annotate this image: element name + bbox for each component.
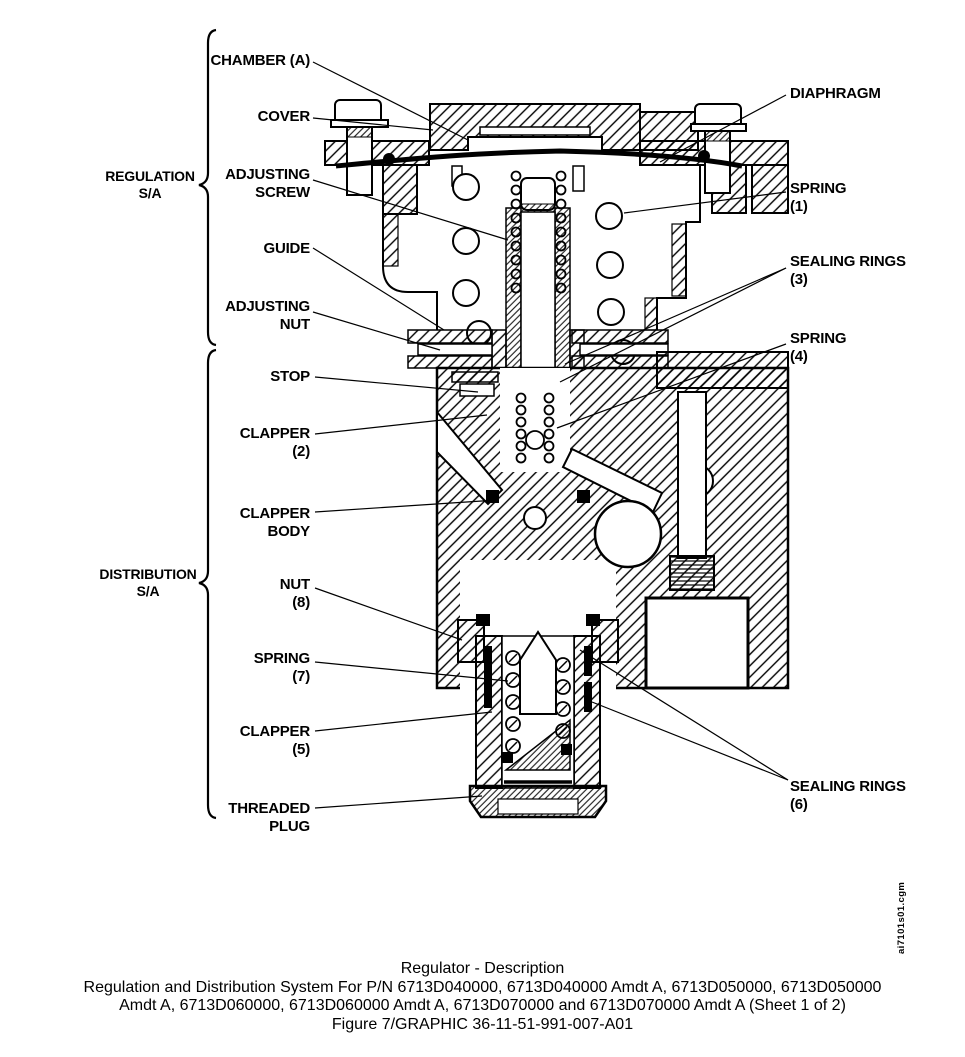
label-nut-8: NUT (8) — [279, 576, 310, 611]
spring-4-coils — [515, 392, 555, 464]
label-sealing-rings-6: SEALING RINGS (6) — [790, 778, 906, 813]
label-chamber-a: CHAMBER (A) — [210, 52, 311, 69]
diaphragm-line — [335, 148, 743, 192]
leader-lines — [312, 61, 789, 809]
caption-title: Regulator - Description — [400, 960, 565, 977]
label-threaded-plug: THREADED PLUG — [228, 800, 310, 835]
label-clapper-2: CLAPPER (2) — [239, 425, 310, 460]
cover-shape — [324, 103, 789, 215]
clapper-5-shape — [502, 630, 572, 771]
brace-regulation — [198, 28, 217, 347]
group-label-regulation-sa: REGULATION S/A — [105, 168, 195, 201]
label-spring-4: SPRING (4) — [790, 330, 847, 365]
label-spring-1: SPRING (1) — [790, 180, 847, 215]
brace-distribution — [198, 348, 217, 820]
caption-figure-ref: Figure 7/GRAPHIC 36-11-51-991-007-A01 — [331, 1015, 634, 1033]
label-sealing-rings-3: SEALING RINGS (3) — [790, 253, 906, 288]
outlet-port — [644, 391, 750, 690]
graphic-filename-watermark: ai7101s01.cgm — [896, 881, 907, 954]
adjusting-screw-shape — [491, 177, 585, 369]
caption-system-line1: Regulation and Distribution System For P… — [83, 978, 882, 996]
caption-system-line2: Amdt A, 6713D060000, 6713D060000 Amdt A,… — [119, 997, 846, 1014]
label-stop: STOP — [270, 368, 310, 385]
label-adjusting-screw: ADJUSTING SCREW — [225, 166, 310, 201]
label-clapper-5: CLAPPER (5) — [239, 723, 310, 758]
label-spring-7: SPRING (7) — [253, 650, 311, 685]
group-label-distribution-sa: DISTRIBUTION S/A — [99, 566, 197, 599]
regulation-chamber — [382, 165, 701, 331]
label-adjusting-nut: ADJUSTING NUT — [225, 298, 310, 333]
label-clapper-body: CLAPPER BODY — [239, 505, 310, 540]
label-cover: COVER — [257, 108, 311, 125]
threaded-plug-shape — [468, 780, 608, 819]
label-diaphragm: DIAPHRAGM — [790, 85, 881, 102]
figure-caption: Regulator - Description Regulation and D… — [0, 960, 965, 1034]
label-guide: GUIDE — [263, 240, 310, 257]
